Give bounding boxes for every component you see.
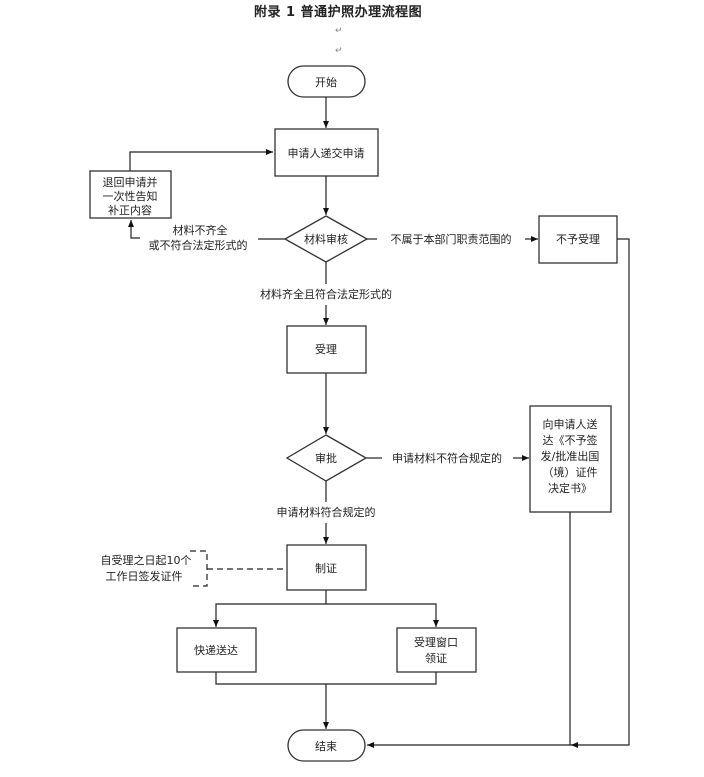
approve-label: 审批 — [315, 451, 337, 465]
incomplete-label-2: 或不符合法定形式的 — [149, 238, 248, 252]
review-label: 材料审核 — [304, 232, 348, 246]
note-label-1: 自受理之日起10个 — [101, 553, 192, 567]
note-annotation: 自受理之日起10个 工作日签发证件 — [101, 550, 287, 587]
window-label-2: 领证 — [425, 652, 447, 665]
end-node: 结束 — [287, 729, 366, 762]
accept-label: 受理 — [315, 343, 337, 356]
end-label: 结束 — [315, 740, 337, 753]
window-label-1: 受理窗口 — [414, 635, 458, 649]
make-label: 制证 — [315, 562, 337, 575]
edge-split — [215, 603, 437, 626]
note-label-2: 工作日签发证件 — [106, 569, 183, 583]
express-label: 快递送达 — [194, 643, 238, 657]
outofscope-label: 不属于本部门职责范围的 — [391, 232, 512, 246]
submit-label: 申请人递交申请 — [288, 146, 365, 160]
compliant-label: 申请材料符合规定的 — [277, 505, 376, 519]
review-decision: 材料审核 — [283, 215, 369, 263]
notify-label-2: 达《不予签 — [543, 433, 598, 447]
reject-node: 不予受理 — [538, 215, 618, 264]
edge-merge — [215, 672, 437, 685]
make-node: 制证 — [286, 544, 367, 591]
return-label-1: 退回申请并 — [103, 175, 158, 189]
approve-decision: 审批 — [285, 434, 368, 482]
notify-label-1: 向申请人送 — [543, 417, 598, 431]
reject-label: 不予受理 — [556, 233, 600, 246]
notify-label-4: （境）证件 — [543, 465, 598, 479]
edge-return-submit — [129, 149, 273, 171]
submit-node: 申请人递交申请 — [274, 128, 379, 177]
return-label-3: 补正内容 — [108, 203, 152, 217]
return-label-2: 一次性告知 — [103, 189, 158, 203]
complete-label: 材料齐全且符合法定形式的 — [260, 287, 392, 301]
paragraph-mark: ↵ — [335, 46, 343, 56]
return-node: 退回申请并 一次性告知 补正内容 — [89, 170, 172, 219]
start-label: 开始 — [315, 75, 337, 89]
paragraph-mark: ↵ — [335, 26, 343, 36]
edge-reject-end — [573, 238, 630, 746]
notcompliant-label: 申请材料不符合规定的 — [392, 451, 502, 465]
page-title: 附录 1 普通护照办理流程图 — [254, 5, 423, 20]
notify-label-3: 发/批准出国 — [541, 449, 600, 463]
start-node: 开始 — [287, 65, 366, 98]
notify-node: 向申请人送 达《不予签 发/批准出国 （境）证件 决定书》 — [529, 405, 612, 513]
accept-node: 受理 — [286, 325, 367, 374]
incomplete-label-1: 材料不齐全 — [173, 223, 228, 237]
edge-to-return — [128, 220, 140, 239]
window-node: 受理窗口 领证 — [396, 627, 477, 673]
notify-label-5: 决定书》 — [548, 481, 592, 495]
express-node: 快递送达 — [176, 627, 257, 673]
